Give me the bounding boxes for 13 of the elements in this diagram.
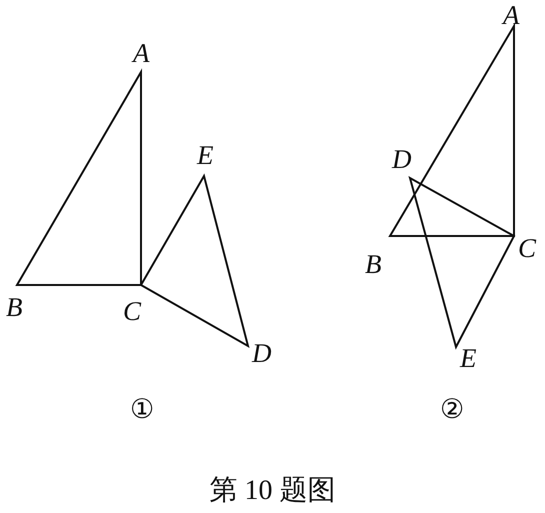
point-label: C bbox=[518, 235, 536, 262]
point-label: B bbox=[365, 251, 382, 278]
point-label: A bbox=[133, 40, 150, 67]
figure-caption: 第 10 题图 bbox=[208, 477, 336, 505]
point-label: E bbox=[460, 345, 476, 372]
figure-number: ① bbox=[130, 396, 154, 423]
point-label: D bbox=[392, 146, 412, 173]
point-label: B bbox=[6, 294, 22, 321]
point-label: C bbox=[123, 298, 142, 325]
point-label: A bbox=[503, 2, 520, 29]
point-label: D bbox=[252, 340, 272, 367]
figure-number: ② bbox=[440, 396, 464, 423]
point-label: E bbox=[197, 142, 214, 169]
